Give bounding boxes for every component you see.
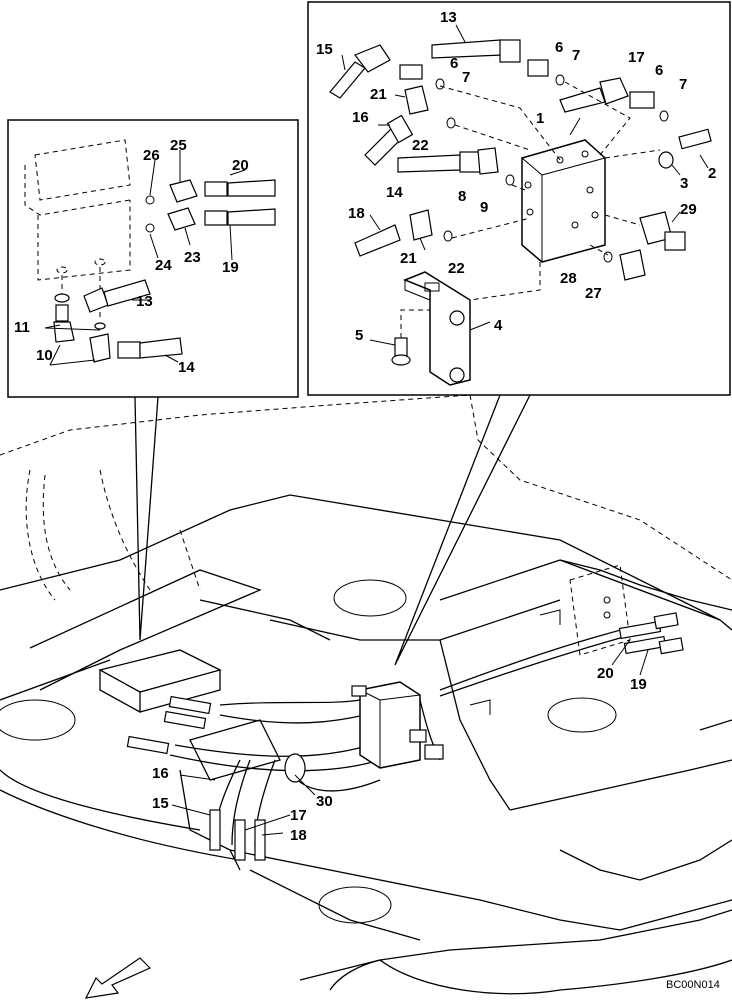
callout-9: 9	[480, 199, 488, 216]
callout-21: 21	[370, 86, 387, 103]
callout-7: 7	[572, 47, 580, 64]
callout-15: 15	[152, 795, 169, 812]
callout-23: 23	[184, 249, 201, 266]
drawing-code: BC00N014	[666, 979, 720, 991]
callout-20: 20	[232, 157, 249, 174]
callout-29: 29	[680, 201, 697, 218]
callout-17: 17	[290, 807, 307, 824]
callout-6: 6	[450, 55, 458, 72]
callout-13: 13	[136, 293, 153, 310]
callout-6: 6	[655, 62, 663, 79]
machine-floor-view	[0, 384, 732, 999]
callout-17: 17	[628, 49, 645, 66]
callout-11: 11	[14, 319, 30, 336]
callout-13: 13	[440, 9, 457, 26]
callout-24: 24	[155, 257, 172, 274]
callout-30: 30	[316, 793, 333, 810]
callout-5: 5	[355, 327, 363, 344]
callout-15: 15	[316, 41, 333, 58]
callout-20: 20	[597, 665, 614, 682]
callout-19: 19	[630, 676, 647, 693]
callout-2: 2	[708, 165, 716, 182]
callout-25: 25	[170, 137, 187, 154]
callout-1: 1	[536, 110, 544, 127]
main-view-leaders	[171, 639, 649, 836]
callout-14: 14	[386, 184, 403, 201]
left-detail-parts	[24, 139, 276, 366]
callout-4: 4	[494, 317, 503, 334]
callout-18: 18	[348, 205, 365, 222]
callout-27: 27	[585, 285, 602, 302]
callout-22: 22	[412, 137, 429, 154]
callout-labels: 13 15 6 7 6 7 17 6 7 21 1 16 22 2 3 14 8…	[14, 9, 720, 991]
callout-8: 8	[458, 188, 466, 205]
callout-22: 22	[448, 260, 465, 277]
detail-pointers	[134, 394, 531, 666]
main-view-hoses	[126, 609, 684, 861]
top-right-detail-box	[307, 1, 731, 396]
top-right-detail-parts	[329, 24, 712, 386]
callout-19: 19	[222, 259, 239, 276]
callout-21: 21	[400, 250, 417, 267]
callout-3: 3	[680, 175, 688, 192]
callout-10: 10	[36, 347, 53, 364]
callout-28: 28	[560, 270, 577, 287]
callout-14: 14	[178, 359, 195, 376]
callout-7: 7	[462, 69, 470, 86]
callout-18: 18	[290, 827, 307, 844]
callout-7: 7	[679, 76, 687, 93]
callout-6: 6	[555, 39, 563, 56]
callout-26: 26	[143, 147, 160, 164]
callout-16: 16	[352, 109, 369, 126]
callout-16: 16	[152, 765, 169, 782]
